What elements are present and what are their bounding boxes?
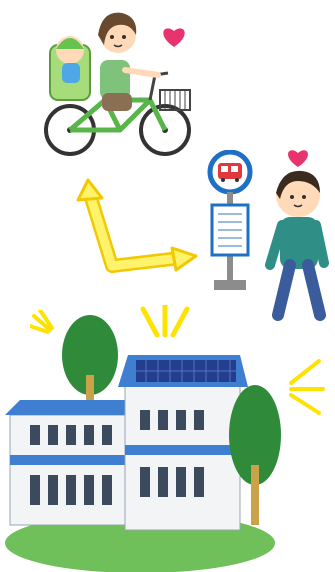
walking-man-illustration (262, 165, 332, 330)
connection-arrow (60, 170, 210, 300)
bus-stop-sign-icon (200, 150, 260, 300)
heart-icon (160, 25, 188, 49)
sparkle-icon (285, 355, 325, 415)
school-building-illustration (0, 315, 290, 572)
solar-panel-icon (136, 360, 236, 382)
